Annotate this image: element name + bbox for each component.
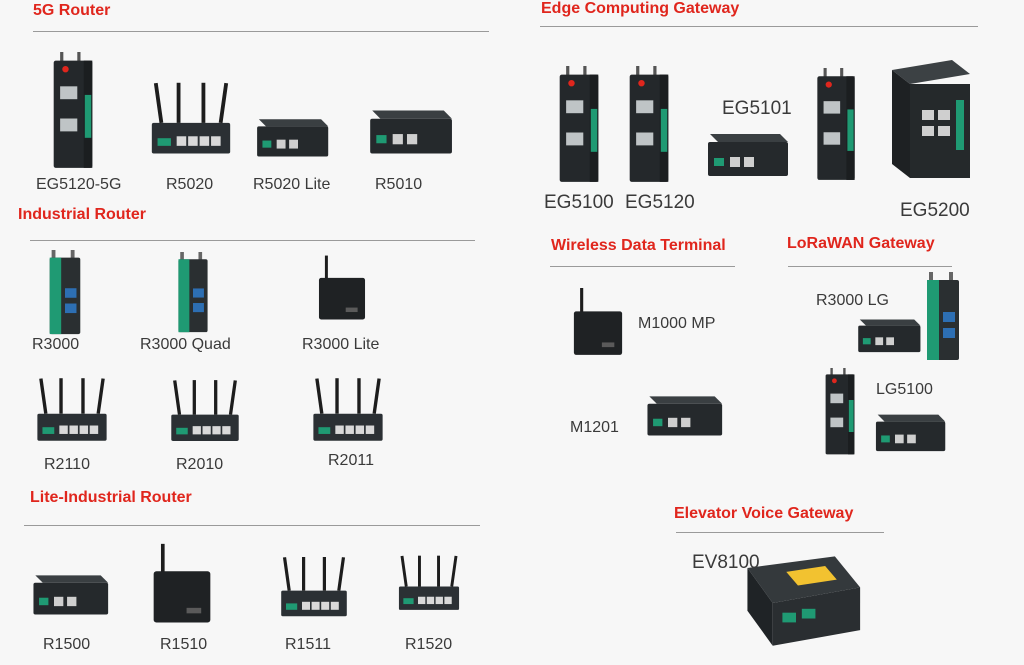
product-label-eg5100[interactable]: EG5100 xyxy=(544,192,614,213)
product-image-eg5120-5g[interactable] xyxy=(50,52,96,170)
section-title-5g-router: 5G Router xyxy=(33,2,111,19)
section-divider xyxy=(550,266,735,267)
product-image-m1201[interactable] xyxy=(640,384,724,446)
section-divider xyxy=(33,31,489,32)
product-label-r1520[interactable]: R1520 xyxy=(405,636,453,653)
section-title-wireless-data-terminal: Wireless Data Terminal xyxy=(551,237,726,254)
section-divider xyxy=(788,266,952,267)
section-divider xyxy=(30,240,475,241)
product-label-r1511[interactable]: R1511 xyxy=(285,636,331,653)
product-image-r3000-lg-box[interactable] xyxy=(852,310,922,360)
product-label-eg5101[interactable]: EG5101 xyxy=(722,98,792,119)
section-divider xyxy=(540,26,978,27)
product-image-eg5100[interactable] xyxy=(556,66,602,184)
product-image-r1511[interactable] xyxy=(278,554,350,624)
product-image-r1510[interactable] xyxy=(150,540,214,630)
product-image-r1520[interactable] xyxy=(396,548,462,622)
product-image-r2110[interactable] xyxy=(34,374,110,450)
product-label-ev8100[interactable]: EV8100 xyxy=(692,552,760,573)
section-title-lorawan-gateway: LoRaWAN Gateway xyxy=(787,235,935,252)
product-image-r2010[interactable] xyxy=(168,376,242,450)
product-label-eg5200[interactable]: EG5200 xyxy=(900,200,970,221)
section-title-industrial-router: Industrial Router xyxy=(18,206,147,223)
section-divider xyxy=(676,532,884,533)
product-image-eg5200[interactable] xyxy=(882,58,972,182)
product-image-r5020[interactable] xyxy=(148,82,234,160)
product-label-r1510[interactable]: R1510 xyxy=(160,636,208,653)
product-label-eg5120-5g[interactable]: EG5120-5G xyxy=(36,176,122,193)
section-title-elevator-voice-gateway: Elevator Voice Gateway xyxy=(674,505,854,522)
section-title-edge-computing-gateway: Edge Computing Gateway xyxy=(541,0,740,17)
product-label-eg5120[interactable]: EG5120 xyxy=(625,192,695,213)
product-image-lg5100-box[interactable] xyxy=(862,406,954,458)
product-label-r2011[interactable]: R2011 xyxy=(328,452,374,469)
product-label-m1201[interactable]: M1201 xyxy=(570,419,619,436)
product-image-r3000-lg[interactable] xyxy=(922,272,964,362)
product-label-r3000-quad[interactable]: R3000 Quad xyxy=(140,336,231,353)
product-label-r5010[interactable]: R5010 xyxy=(375,176,423,193)
section-divider xyxy=(24,525,480,526)
product-image-r1500[interactable] xyxy=(26,562,110,626)
product-image-r3000[interactable] xyxy=(44,250,86,336)
product-label-r5020-lite[interactable]: R5020 Lite xyxy=(253,176,331,193)
product-image-m1000-mp[interactable] xyxy=(566,288,630,358)
section-title-lite-industrial-router: Lite-Industrial Router xyxy=(30,489,192,506)
product-label-r3000-lg[interactable]: R3000 LG xyxy=(816,292,889,309)
product-image-eg5120[interactable] xyxy=(626,66,672,184)
product-image-din-gateway[interactable] xyxy=(810,68,862,182)
product-label-m1000-mp[interactable]: M1000 MP xyxy=(638,315,716,332)
product-label-r1500[interactable]: R1500 xyxy=(43,636,91,653)
product-image-r5010[interactable] xyxy=(362,100,454,162)
product-label-r2010[interactable]: R2010 xyxy=(176,456,224,473)
product-label-lg5100[interactable]: LG5100 xyxy=(876,381,933,398)
product-image-eg5101[interactable] xyxy=(690,124,800,184)
product-image-lg5100[interactable] xyxy=(818,368,862,456)
product-image-r2011[interactable] xyxy=(310,376,386,448)
product-image-r3000-lite[interactable] xyxy=(316,250,368,328)
product-image-r5020-lite[interactable] xyxy=(250,108,330,166)
product-label-r3000[interactable]: R3000 xyxy=(32,336,80,353)
product-label-r3000-lite[interactable]: R3000 Lite xyxy=(302,336,380,353)
product-label-r5020[interactable]: R5020 xyxy=(166,176,214,193)
product-image-r3000-quad[interactable] xyxy=(172,252,214,334)
product-label-r2110[interactable]: R2110 xyxy=(44,456,90,473)
